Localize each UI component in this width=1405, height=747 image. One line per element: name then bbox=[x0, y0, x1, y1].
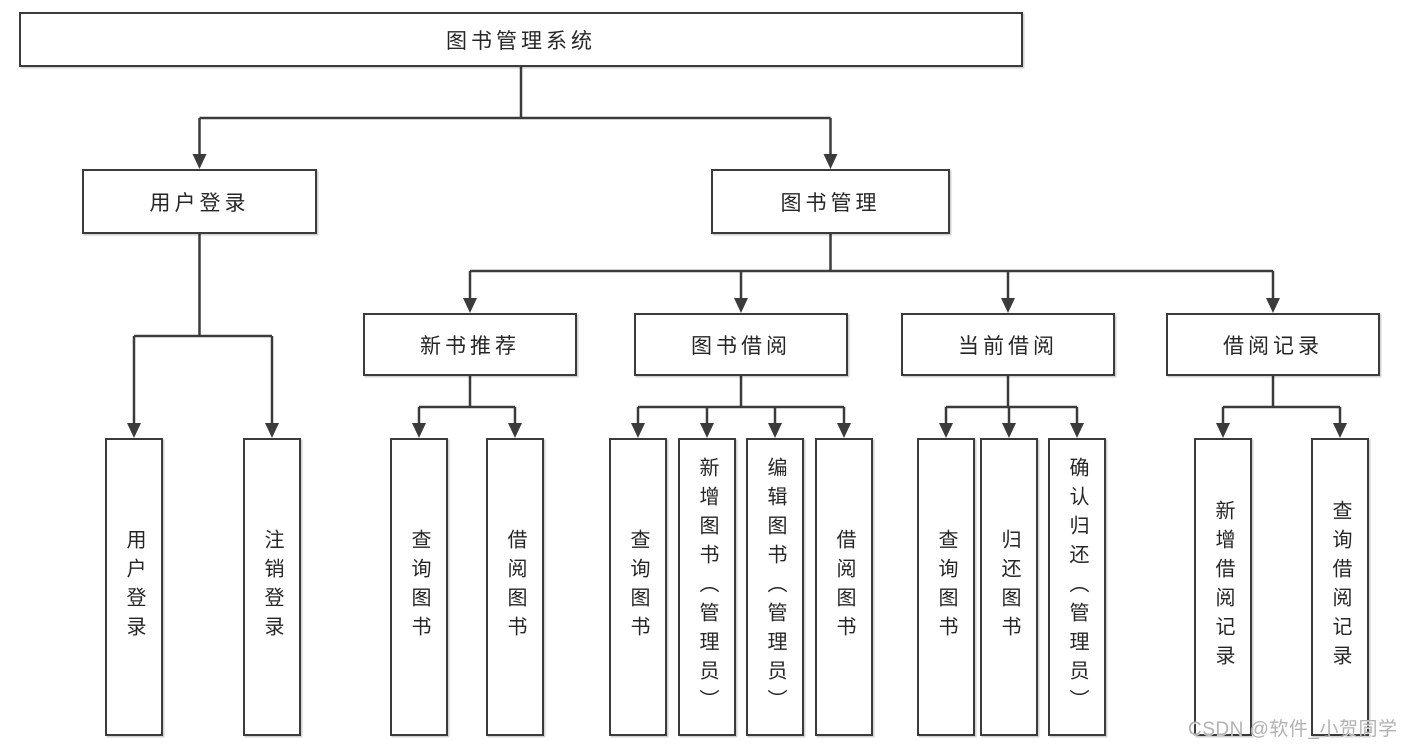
leaf-borrow-books-label: 借阅图书 bbox=[833, 529, 855, 645]
arrowhead bbox=[1070, 423, 1084, 438]
leaf-user-login: 用户登录 bbox=[105, 438, 163, 736]
leaf-newbooks-borrow-books-label: 借阅图书 bbox=[504, 529, 526, 645]
node-user-login: 用户登录 bbox=[82, 169, 317, 234]
arrowhead bbox=[768, 423, 782, 438]
node-borrow-records: 借阅记录 bbox=[1166, 313, 1380, 376]
leaf-edit-book-admin-label: 编辑图书（管理员） bbox=[764, 456, 786, 718]
arrowhead bbox=[939, 423, 953, 438]
leaf-return-book-label: 归还图书 bbox=[998, 529, 1020, 645]
arrowhead bbox=[1002, 423, 1016, 438]
leaf-query-borrow-record: 查询借阅记录 bbox=[1311, 438, 1369, 736]
node-new-book-recommend-label: 新书推荐 bbox=[420, 334, 520, 358]
arrowhead bbox=[463, 298, 477, 313]
leaf-current-query-books: 查询图书 bbox=[917, 438, 975, 736]
leaf-add-borrow-record: 新增借阅记录 bbox=[1194, 438, 1252, 736]
node-borrow-records-label: 借阅记录 bbox=[1223, 334, 1323, 358]
node-book-borrow-label: 图书借阅 bbox=[691, 334, 791, 358]
leaf-add-book-admin-label: 新增图书（管理员） bbox=[696, 456, 718, 718]
leaf-return-book: 归还图书 bbox=[980, 438, 1038, 736]
arrowhead bbox=[700, 423, 714, 438]
arrowhead bbox=[508, 423, 522, 438]
connector-borrow-records-to-leaves bbox=[1221, 376, 1342, 423]
node-root-label: 图书管理系统 bbox=[446, 29, 596, 53]
leaf-query-borrow-record-label: 查询借阅记录 bbox=[1329, 500, 1351, 674]
connector-root-to-level1 bbox=[198, 67, 832, 154]
leaf-borrow-query-books: 查询图书 bbox=[609, 438, 667, 736]
node-book-borrow: 图书借阅 bbox=[634, 313, 848, 376]
csdn-watermark: CSDN @软件_小贺同学 bbox=[1188, 719, 1398, 740]
connector-new-books-to-leaves bbox=[417, 376, 517, 423]
node-user-login-label: 用户登录 bbox=[149, 191, 250, 215]
connector-book-mgmt-to-level2 bbox=[468, 234, 1275, 298]
leaf-newbooks-query-books-label: 查询图书 bbox=[408, 529, 430, 645]
arrowhead bbox=[127, 423, 141, 438]
arrowhead bbox=[734, 298, 748, 313]
arrowhead bbox=[1333, 423, 1347, 438]
arrowhead bbox=[631, 423, 645, 438]
leaf-newbooks-query-books: 查询图书 bbox=[390, 438, 448, 736]
leaf-add-book-admin: 新增图书（管理员） bbox=[678, 438, 736, 736]
node-book-management: 图书管理 bbox=[711, 169, 950, 234]
leaf-add-borrow-record-label: 新增借阅记录 bbox=[1212, 500, 1234, 674]
arrowhead bbox=[1216, 423, 1230, 438]
node-root: 图书管理系统 bbox=[19, 12, 1023, 67]
arrowhead bbox=[1266, 298, 1280, 313]
arrowhead bbox=[192, 154, 207, 169]
leaf-logout-label: 注销登录 bbox=[261, 529, 283, 645]
connector-current-borrow-to-leaves bbox=[944, 376, 1079, 423]
arrowhead bbox=[823, 154, 838, 169]
leaf-borrow-query-books-label: 查询图书 bbox=[627, 529, 649, 645]
leaf-borrow-books: 借阅图书 bbox=[815, 438, 873, 736]
node-current-borrow-label: 当前借阅 bbox=[958, 334, 1058, 358]
node-book-management-label: 图书管理 bbox=[780, 191, 881, 215]
leaf-newbooks-borrow-books: 借阅图书 bbox=[486, 438, 544, 736]
arrowhead bbox=[837, 423, 851, 438]
leaf-user-login-label: 用户登录 bbox=[123, 529, 145, 645]
leaf-confirm-return-admin-label: 确认归还（管理员） bbox=[1066, 456, 1088, 718]
arrowhead bbox=[412, 423, 426, 438]
leaf-logout: 注销登录 bbox=[243, 438, 301, 736]
node-current-borrow: 当前借阅 bbox=[901, 313, 1115, 376]
leaf-current-query-books-label: 查询图书 bbox=[935, 529, 957, 645]
connector-book-borrow-to-leaves bbox=[636, 376, 846, 423]
leaf-confirm-return-admin: 确认归还（管理员） bbox=[1048, 438, 1106, 736]
node-new-book-recommend: 新书推荐 bbox=[363, 313, 577, 376]
arrowhead bbox=[1001, 298, 1015, 313]
leaf-edit-book-admin: 编辑图书（管理员） bbox=[746, 438, 804, 736]
connector-user-login-to-leaves bbox=[132, 234, 274, 423]
arrowhead bbox=[265, 423, 279, 438]
